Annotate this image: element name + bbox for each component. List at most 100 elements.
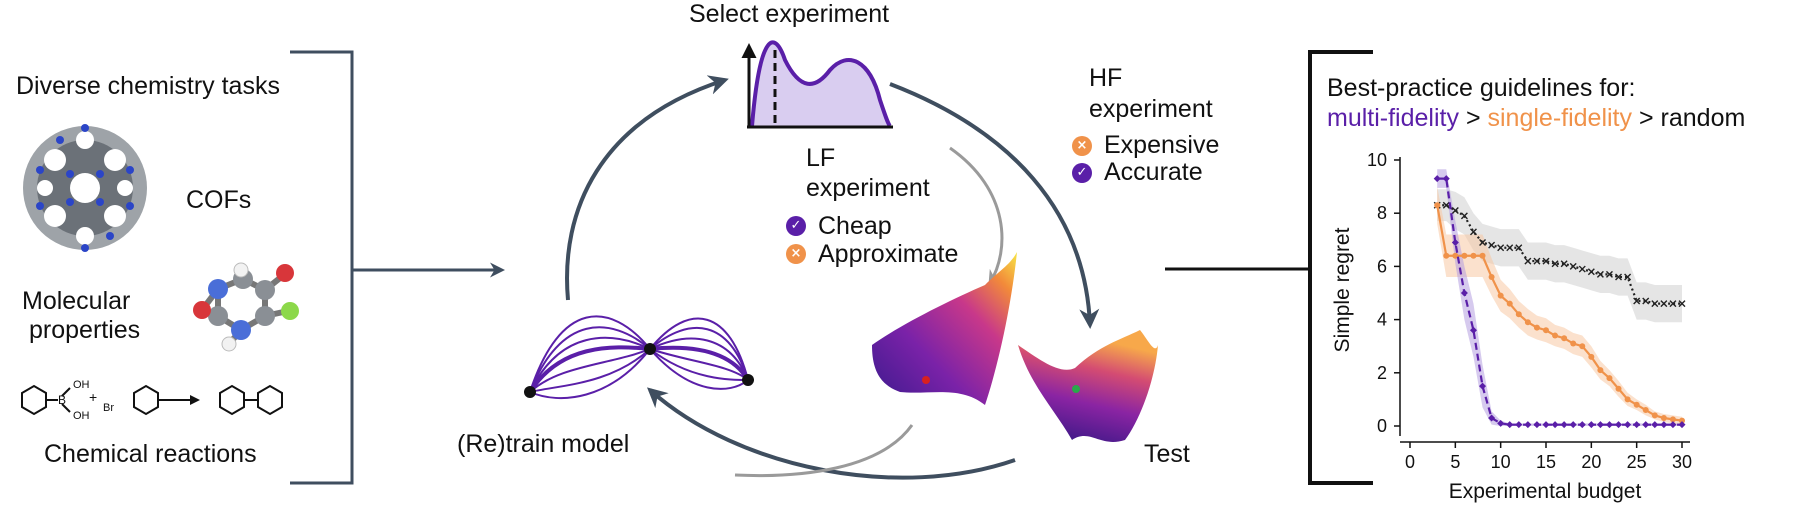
legend-random: random [1660, 104, 1746, 132]
point-singlefidelity [1597, 367, 1604, 374]
point-multifidelity [1642, 421, 1650, 429]
x-tick-label: 15 [1536, 452, 1556, 472]
left-bracket [290, 50, 354, 485]
lf-pro-label: Cheap [818, 212, 892, 240]
right-bracket [1308, 50, 1373, 485]
point-multifidelity [1678, 421, 1686, 429]
point-singlefidelity [1579, 343, 1586, 350]
point-multifidelity [1479, 382, 1487, 390]
y-tick-label: 2 [1377, 363, 1387, 383]
point-singlefidelity [1570, 340, 1577, 347]
point-multifidelity [1587, 421, 1595, 429]
point-singlefidelity [1452, 252, 1459, 259]
reaction-boron: B [58, 393, 67, 407]
arrow-retrain-to-select [565, 75, 729, 301]
point-singlefidelity [1443, 252, 1450, 259]
point-singlefidelity [1533, 324, 1540, 331]
x-tick-label: 0 [1405, 452, 1415, 472]
arrow-select-to-lf [949, 146, 1004, 286]
point-random [1624, 273, 1632, 281]
point-multifidelity [1451, 238, 1459, 246]
x-tick-label: 30 [1672, 452, 1692, 472]
point-singlefidelity [1679, 417, 1685, 424]
lf-label-line1: LF [806, 144, 836, 172]
point-multifidelity [1488, 414, 1496, 422]
point-multifidelity [1551, 421, 1559, 429]
x-tick-label: 25 [1627, 452, 1647, 472]
y-tick-label: 8 [1377, 203, 1387, 223]
molecular-label-line1: Molecular [22, 287, 131, 315]
point-singlefidelity [1497, 292, 1504, 299]
legend-gt-2: > [1638, 104, 1654, 132]
point-singlefidelity [1624, 396, 1631, 403]
point-random [1660, 300, 1668, 308]
point-singlefidelity [1515, 311, 1522, 318]
point-singlefidelity [1588, 353, 1595, 360]
point-random [1569, 262, 1577, 270]
reaction-bromine: Br [103, 402, 114, 414]
point-singlefidelity [1633, 401, 1640, 408]
point-random [1669, 300, 1677, 308]
lf-surface-image [872, 252, 1017, 405]
point-random [1596, 270, 1604, 278]
point-singlefidelity [1615, 385, 1622, 392]
legend-line: multi-fidelity > single-fidelity > rando… [1327, 104, 1745, 133]
legend-gt-1: > [1465, 104, 1481, 132]
point-random [1479, 238, 1487, 246]
y-tick-label: 6 [1377, 256, 1387, 276]
point-random [1560, 260, 1568, 268]
point-multifidelity [1569, 421, 1577, 429]
point-multifidelity [1633, 421, 1641, 429]
point-multifidelity [1560, 421, 1568, 429]
lf-con-label: Approximate [818, 240, 959, 268]
molecular-label-line2: properties [29, 316, 141, 344]
cross-icon: × [1072, 136, 1092, 156]
point-multifidelity [1515, 421, 1523, 429]
point-singlefidelity [1552, 332, 1559, 339]
point-singlefidelity [1561, 335, 1568, 342]
point-random [1469, 228, 1477, 236]
point-multifidelity [1596, 421, 1604, 429]
point-multifidelity [1442, 175, 1450, 183]
arrow-lf-to-retrain [734, 424, 914, 478]
point-random [1515, 244, 1523, 252]
point-random [1488, 241, 1496, 249]
reaction-scheme [21, 384, 283, 416]
point-multifidelity [1460, 289, 1468, 297]
cross-icon: × [786, 244, 806, 264]
point-random [1451, 207, 1459, 215]
y-tick-label: 10 [1367, 150, 1387, 170]
point-singlefidelity [1434, 202, 1441, 209]
legend-multi-fidelity: multi-fidelity [1327, 104, 1459, 132]
point-singlefidelity [1470, 252, 1477, 259]
point-random [1542, 257, 1550, 265]
point-multifidelity [1605, 421, 1613, 429]
point-random [1615, 273, 1623, 281]
left-panel-title: Diverse chemistry tasks [16, 72, 280, 100]
test-label: Test [1144, 440, 1190, 468]
point-random [1642, 297, 1650, 305]
cofs-label: COFs [186, 186, 252, 214]
series-line-random [1437, 204, 1682, 305]
arrow-test-to-retrain [647, 387, 1016, 480]
check-icon: ✓ [786, 216, 806, 236]
arrow-select-to-test [889, 82, 1100, 329]
point-multifidelity [1506, 421, 1514, 429]
point-multifidelity [1660, 421, 1668, 429]
hf-pro-label: Accurate [1104, 158, 1203, 186]
point-singlefidelity [1669, 416, 1676, 423]
point-multifidelity [1497, 419, 1505, 427]
point-random [1533, 257, 1541, 265]
point-random [1633, 297, 1641, 305]
point-random [1497, 244, 1505, 252]
check-icon: ✓ [1072, 163, 1092, 183]
point-singlefidelity [1651, 412, 1658, 419]
y-tick-label: 4 [1377, 310, 1387, 330]
point-multifidelity [1651, 421, 1659, 429]
lf-label-line2: experiment [806, 174, 930, 202]
point-random [1605, 270, 1613, 278]
hf-surface-image [1018, 330, 1158, 442]
model-icon [524, 315, 754, 400]
reaction-oh-bottom: OH [73, 410, 90, 422]
